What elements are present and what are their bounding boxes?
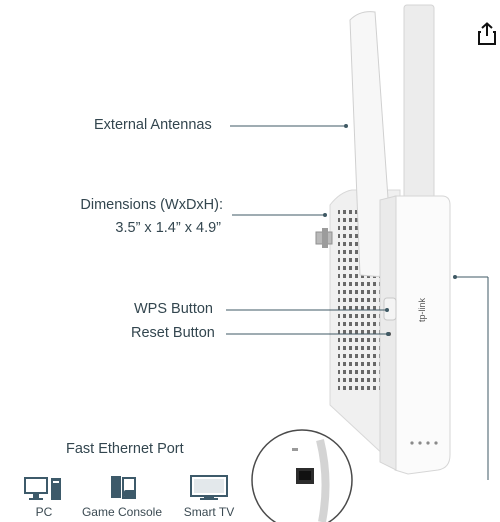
dimensions-title: Dimensions (WxDxH):	[80, 197, 223, 213]
share-button[interactable]	[476, 22, 498, 46]
share-icon	[478, 22, 496, 45]
smart-tv-label: Smart TV	[183, 505, 235, 519]
antennas-label: External Antennas	[94, 117, 212, 133]
pc-icon	[24, 476, 64, 507]
pc-label: PC	[35, 505, 53, 519]
wps-button-label: WPS Button	[134, 301, 213, 317]
game-console-icon	[108, 474, 138, 507]
dimensions-value: 3.5” x 1.4” x 4.9”	[115, 220, 221, 236]
game-console-label: Game Console	[81, 505, 163, 519]
reset-button-label: Reset Button	[131, 325, 215, 341]
smart-tv-icon	[190, 474, 228, 507]
brand-logo: tp-link	[417, 297, 427, 322]
ethernet-port-title: Fast Ethernet Port	[66, 441, 184, 457]
